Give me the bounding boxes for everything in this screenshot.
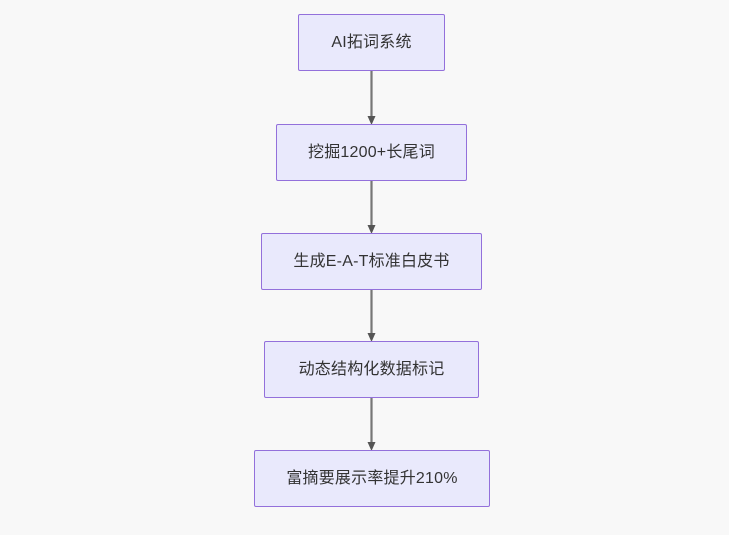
flow-node-mine-longtail-keywords[interactable]: 挖掘1200+长尾词 (276, 124, 467, 181)
flow-node-dynamic-structured-data-markup[interactable]: 动态结构化数据标记 (264, 341, 479, 398)
flow-node-label: AI拓词系统 (331, 33, 412, 51)
flow-node-generate-eat-whitepaper[interactable]: 生成E-A-T标准白皮书 (261, 233, 482, 290)
flow-node-ai-keyword-system[interactable]: AI拓词系统 (298, 14, 445, 71)
flow-node-label: 动态结构化数据标记 (298, 360, 445, 378)
flow-node-label: 挖掘1200+长尾词 (308, 143, 435, 161)
flow-node-label: 生成E-A-T标准白皮书 (293, 252, 450, 270)
flow-node-rich-snippet-impression-lift[interactable]: 富摘要展示率提升210% (254, 450, 490, 507)
flow-node-label: 富摘要展示率提升210% (286, 469, 458, 487)
